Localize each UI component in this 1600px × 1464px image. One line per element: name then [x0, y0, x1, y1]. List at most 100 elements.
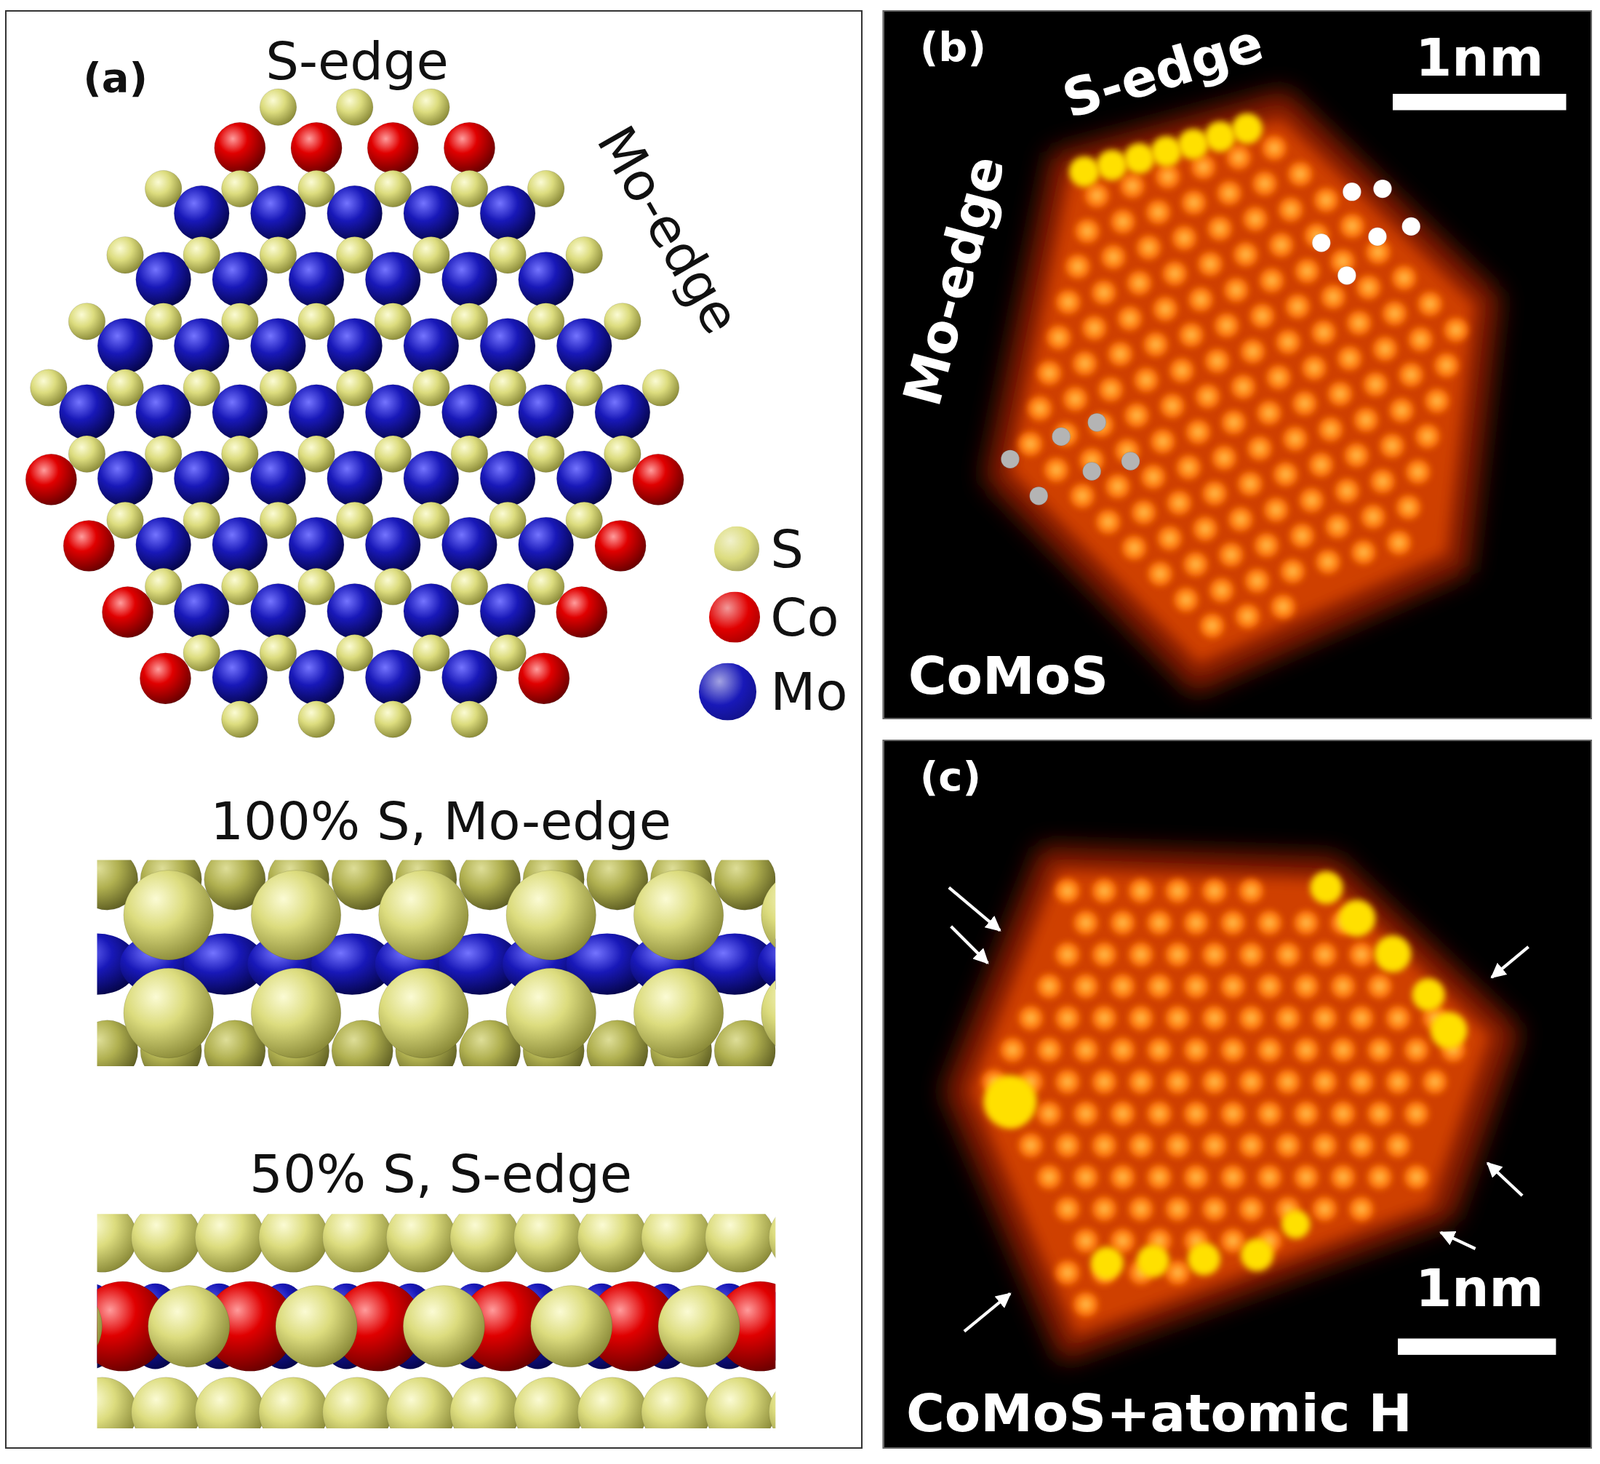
co-atom — [556, 586, 608, 638]
lattice-protrusion — [1376, 474, 1390, 488]
s-atom — [450, 568, 488, 606]
s-atom — [633, 968, 723, 1058]
lattice-protrusion — [1208, 948, 1221, 961]
s-atom — [705, 1377, 775, 1429]
s-atom — [144, 568, 182, 606]
sample-label: CoMoS+atomic H — [906, 1383, 1413, 1444]
structure-caption: 50% S, S-edge — [249, 1143, 632, 1204]
lattice-protrusion — [1373, 336, 1398, 362]
edge-protrusion — [1240, 1238, 1274, 1272]
lattice-protrusion — [1146, 910, 1172, 936]
mo-atom — [327, 583, 383, 639]
site-marker — [1088, 413, 1107, 432]
lattice-protrusion — [1226, 145, 1251, 171]
s-atom — [604, 435, 642, 473]
scale-bar — [1392, 93, 1566, 110]
lattice-protrusion — [1300, 1043, 1313, 1056]
lattice-protrusion — [1261, 136, 1287, 161]
legend-item: Mo — [698, 661, 848, 723]
lattice-protrusion — [1402, 501, 1415, 514]
lattice-protrusion — [1281, 1011, 1294, 1024]
lattice-protrusion — [1226, 1043, 1240, 1056]
lattice-protrusion — [1116, 215, 1129, 228]
lattice-protrusion — [1224, 277, 1249, 303]
lattice-protrusion — [1202, 1196, 1227, 1222]
lattice-protrusion — [1037, 973, 1062, 999]
lattice-protrusion — [1257, 910, 1283, 936]
lattice-protrusion — [1192, 516, 1218, 542]
panel-letter: (a) — [82, 54, 148, 102]
lattice-protrusion — [1088, 322, 1101, 335]
mo-atom — [442, 251, 498, 307]
edge-protrusion — [1309, 871, 1343, 904]
lattice-protrusion — [1120, 173, 1145, 199]
s-atom — [130, 1377, 200, 1429]
co-atom — [594, 520, 646, 571]
lattice-protrusion — [1293, 973, 1319, 999]
lattice-protrusion — [1072, 351, 1098, 376]
lattice-protrusion — [1392, 536, 1406, 550]
lattice-protrusion — [1312, 1069, 1337, 1095]
lattice-protrusion — [1405, 368, 1418, 382]
structure-caption: 100% S, Mo-edge — [210, 791, 672, 852]
lattice-protrusion — [1333, 387, 1347, 400]
lattice-protrusion — [1218, 542, 1244, 568]
s-atom — [641, 1213, 711, 1272]
lattice-protrusion — [1091, 1069, 1117, 1095]
lattice-protrusion — [1126, 179, 1139, 192]
lattice-protrusion — [1440, 359, 1454, 372]
mo-atom — [59, 384, 115, 440]
lattice-protrusion — [1134, 1075, 1147, 1088]
mo-atom — [365, 650, 421, 706]
mo-atom — [365, 251, 421, 307]
lattice-protrusion — [1169, 358, 1195, 384]
lattice-protrusion — [1080, 980, 1093, 993]
lattice-protrusion — [1110, 209, 1136, 235]
lattice-protrusion — [1281, 948, 1294, 961]
lattice-protrusion — [1404, 1101, 1430, 1126]
pointer-arrow — [949, 887, 1000, 931]
lattice-protrusion — [1226, 1170, 1240, 1184]
lattice-protrusion — [1241, 610, 1254, 623]
lattice-protrusion — [1182, 461, 1195, 474]
lattice-protrusion — [1173, 587, 1199, 613]
lattice-protrusion — [1293, 910, 1319, 936]
lattice-protrusion — [1346, 219, 1359, 232]
lattice-protrusion — [1237, 381, 1250, 394]
s-atom — [221, 170, 259, 208]
lattice-protrusion — [1091, 1196, 1117, 1222]
lattice-protrusion — [1343, 352, 1356, 365]
lattice-protrusion — [1360, 413, 1373, 427]
lattice-protrusion — [1367, 973, 1392, 999]
stm-image — [944, 846, 1557, 1362]
lattice-protrusion — [1105, 474, 1131, 499]
lattice-protrusion — [1245, 948, 1258, 961]
lattice-protrusion — [1285, 294, 1310, 320]
lattice-protrusion — [1061, 1266, 1074, 1279]
site-marker — [1029, 486, 1048, 505]
lattice-protrusion — [1128, 1069, 1154, 1095]
mo-atom — [327, 185, 383, 241]
lattice-protrusion — [1237, 471, 1263, 496]
co-atom — [25, 453, 77, 505]
lattice-protrusion — [1176, 455, 1202, 480]
mo-atom — [327, 318, 383, 374]
lattice-protrusion — [1142, 241, 1155, 254]
lattice-protrusion — [1274, 238, 1288, 251]
lattice-protrusion — [1098, 885, 1111, 898]
lattice-protrusion — [1300, 1107, 1313, 1120]
pointer-arrow — [1491, 946, 1529, 978]
s-atom — [298, 170, 336, 208]
lattice-protrusion — [1311, 320, 1336, 345]
lattice-protrusion — [1265, 274, 1278, 287]
lattice-protrusion — [1128, 942, 1154, 968]
s-atom — [527, 303, 565, 341]
lattice-protrusion — [1238, 1069, 1264, 1095]
s-atom — [374, 303, 412, 341]
lattice-protrusion — [1430, 394, 1443, 408]
lattice-protrusion — [1156, 434, 1169, 448]
lattice-protrusion — [1363, 372, 1389, 398]
lattice-protrusion — [1024, 1011, 1038, 1024]
s-atom — [183, 501, 221, 539]
lattice-protrusion — [1162, 261, 1187, 286]
